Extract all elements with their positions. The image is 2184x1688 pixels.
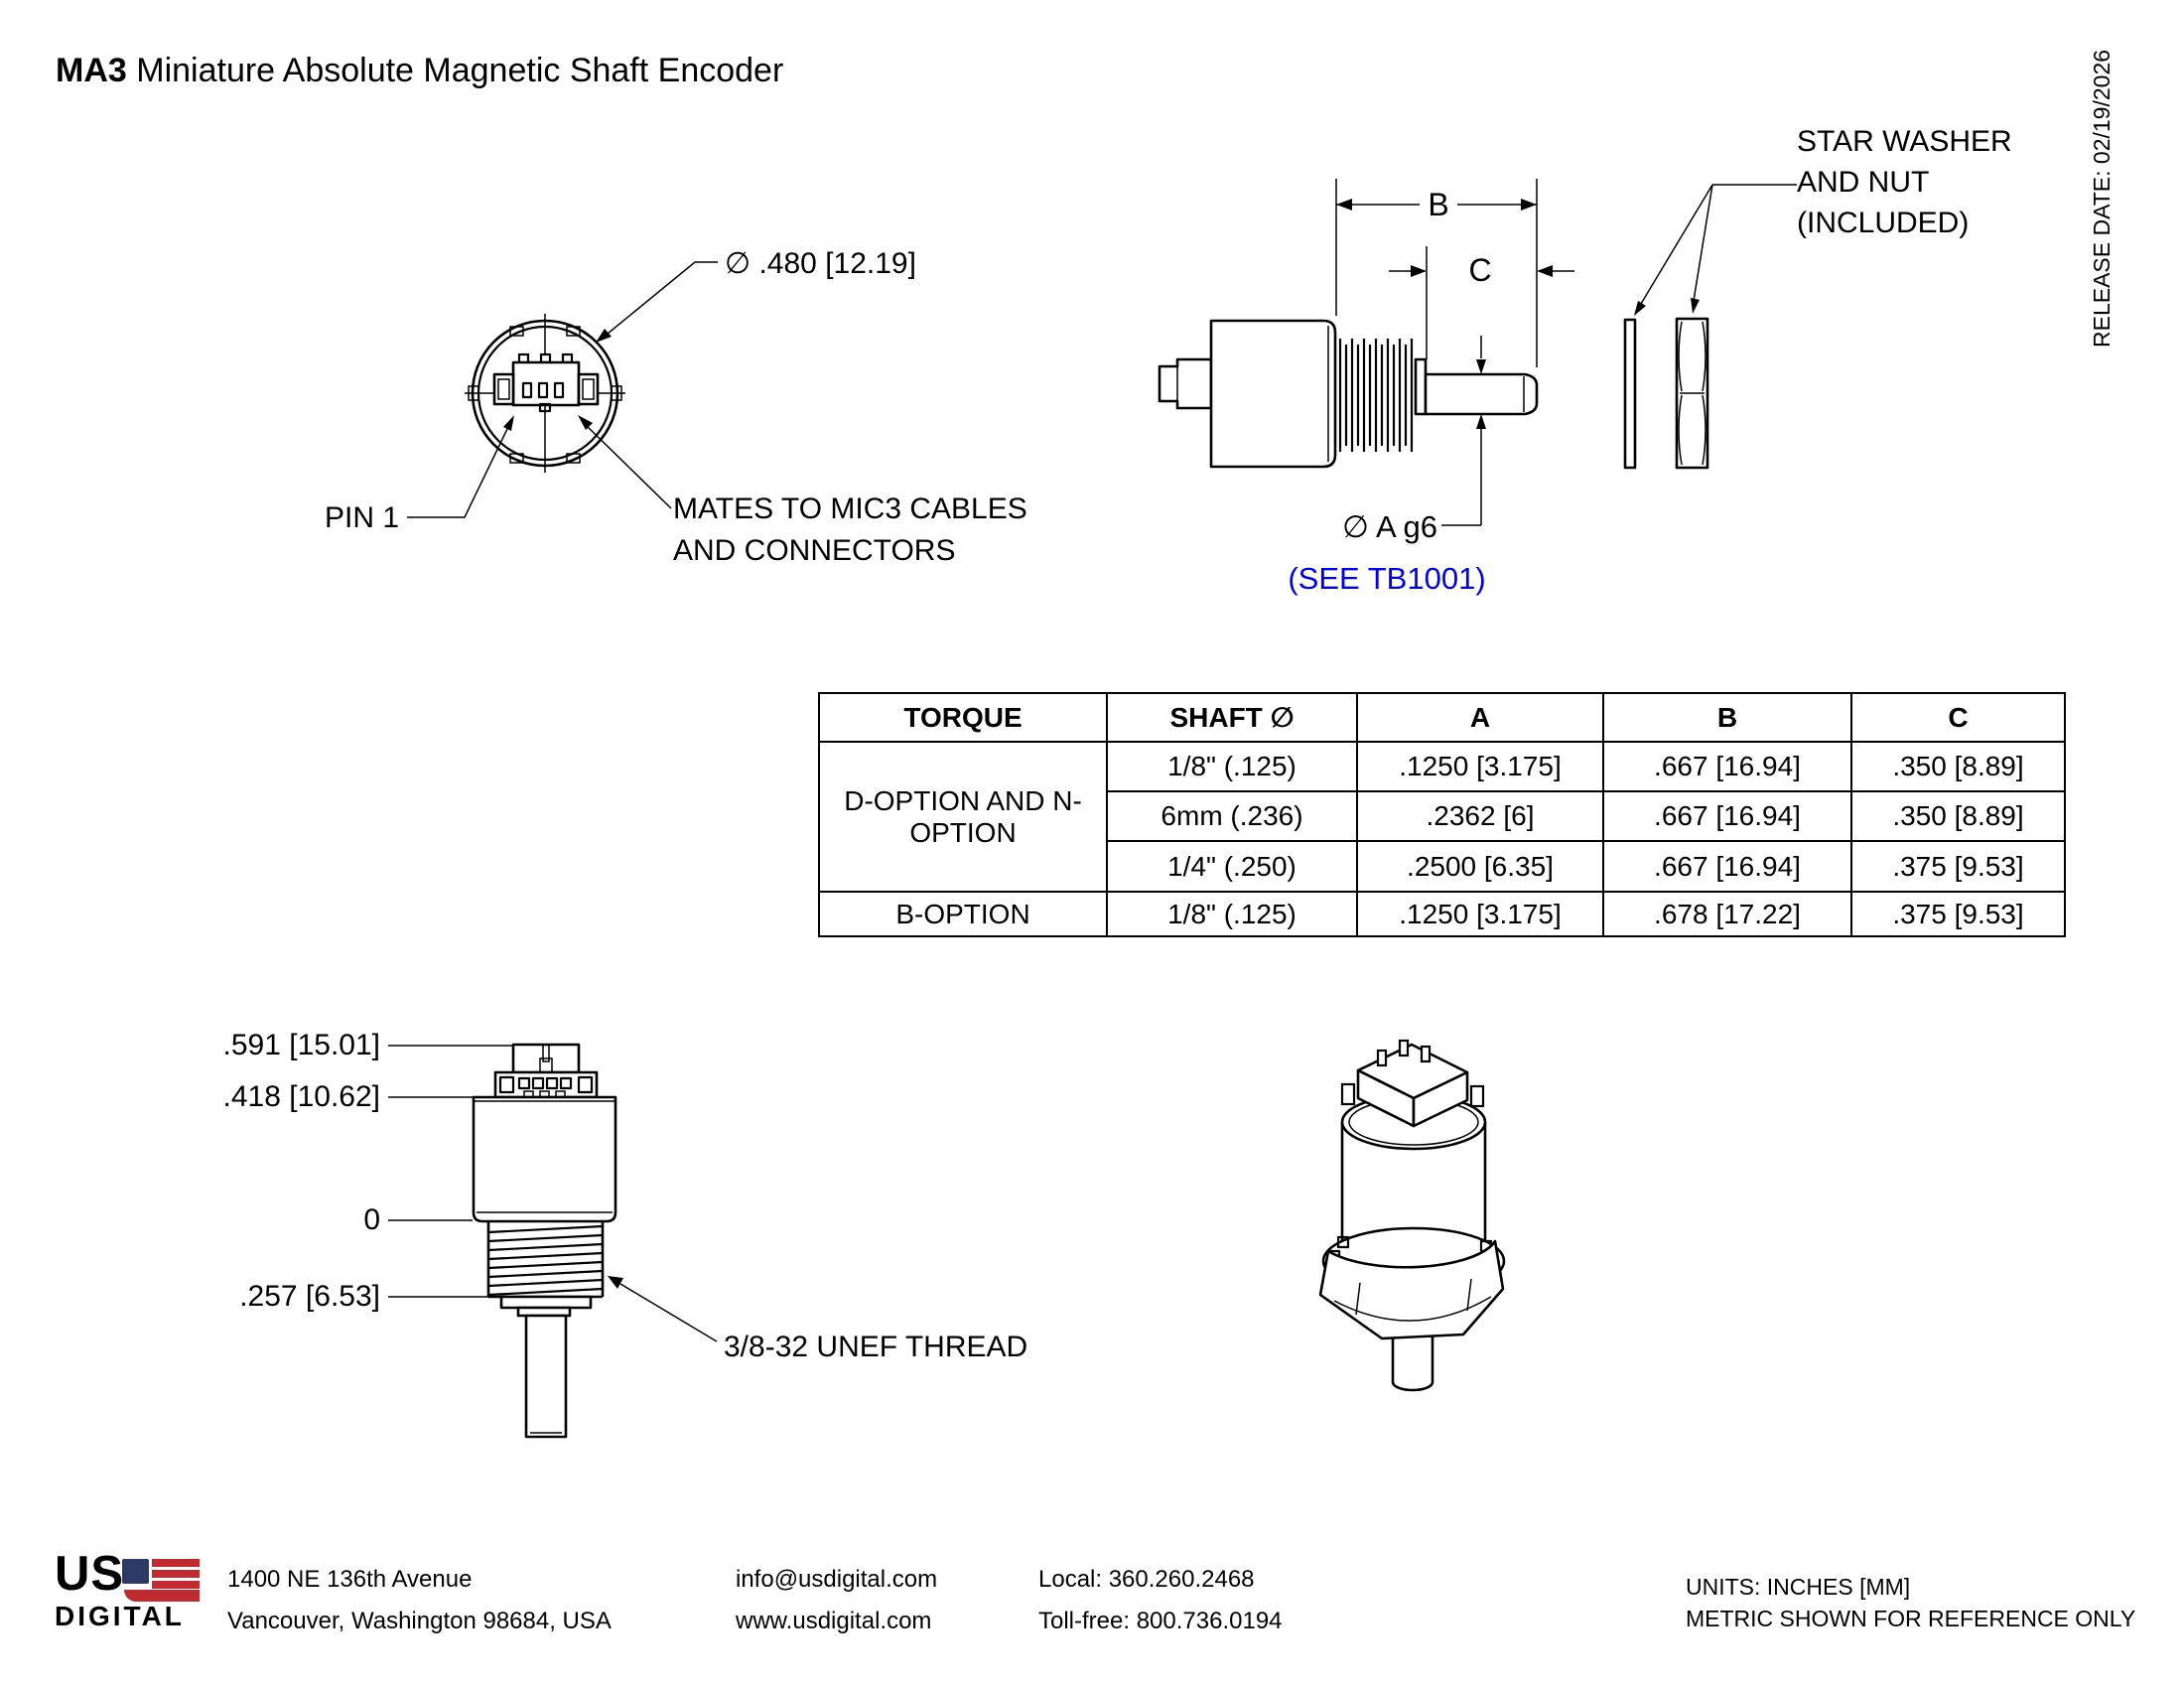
pin-1 bbox=[521, 381, 533, 399]
us-digital-logo: US DIGITAL bbox=[55, 1547, 223, 1632]
bushing-threads bbox=[1338, 339, 1414, 452]
us-flag-icon bbox=[122, 1559, 200, 1603]
dim-b-label: B bbox=[1428, 187, 1449, 222]
star-washer-nut-drawing bbox=[1623, 184, 1797, 470]
isometric-view-drawing bbox=[1318, 1039, 1506, 1392]
phone-local: Local: 360.260.2468 bbox=[1038, 1566, 1255, 1593]
release-date: RELEASE DATE: 02/19/2026 bbox=[2089, 49, 2115, 348]
page-title: MA3 Miniature Absolute Magnetic Shaft En… bbox=[56, 52, 784, 89]
front-view-drawing bbox=[407, 261, 718, 518]
shaft-dia-label: ∅ A g6 bbox=[1342, 509, 1437, 544]
tb1001-reference-link[interactable]: (SEE TB1001) bbox=[1288, 561, 1486, 596]
pin-3 bbox=[553, 381, 565, 399]
website-link[interactable]: www.usdigital.com bbox=[736, 1608, 932, 1634]
model-name: MA3 bbox=[56, 52, 127, 89]
phone-tollfree: Toll-free: 800.736.0194 bbox=[1038, 1608, 1283, 1634]
star-washer bbox=[1623, 318, 1637, 470]
dim-c-label: C bbox=[1468, 252, 1492, 288]
torque-option-cell: B-OPTION bbox=[818, 891, 1108, 937]
address-line2: Vancouver, Washington 98684, USA bbox=[227, 1608, 612, 1634]
diameter-dim-label: ∅ .480 [12.19] bbox=[725, 247, 916, 280]
col-c: C bbox=[1850, 692, 2066, 743]
thread-note: 3/8-32 UNEF THREAD bbox=[724, 1331, 1028, 1363]
col-b: B bbox=[1602, 692, 1852, 743]
star-washer-note: STAR WASHER AND NUT (INCLUDED) bbox=[1797, 125, 2012, 239]
units-line2: METRIC SHOWN FOR REFERENCE ONLY bbox=[1686, 1606, 2136, 1631]
contact-web: info@usdigital.com www.usdigital.com bbox=[736, 1559, 937, 1642]
table-row: 1/4" (.250) .2500 [6.35] .667 [16.94] .3… bbox=[819, 840, 2066, 893]
bushing-face bbox=[1414, 357, 1428, 416]
units-line1: UNITS: INCHES [MM] bbox=[1686, 1574, 1911, 1600]
address-line1: 1400 NE 136th Avenue bbox=[227, 1566, 473, 1593]
shaft bbox=[1424, 372, 1539, 416]
encoder-body bbox=[1209, 319, 1337, 469]
pin1-label: PIN 1 bbox=[325, 501, 400, 534]
units-note: UNITS: INCHES [MM] METRIC SHOWN FOR REFE… bbox=[1686, 1571, 2135, 1634]
pin-2 bbox=[537, 381, 549, 399]
side-view-drawing bbox=[1158, 179, 1574, 526]
table-header-row: TORQUE SHAFT ∅ A B C bbox=[818, 692, 2066, 743]
lower-view-drawing bbox=[388, 1043, 718, 1439]
rear-connector bbox=[1158, 357, 1213, 410]
logo-digital-text: DIGITAL bbox=[55, 1601, 185, 1631]
dim-zero: 0 bbox=[363, 1203, 380, 1236]
company-address: 1400 NE 136th Avenue Vancouver, Washingt… bbox=[227, 1559, 612, 1642]
col-a: A bbox=[1356, 692, 1604, 743]
table-row: B-OPTION 1/8" (.125) .1250 [3.175] .678 … bbox=[818, 891, 2066, 937]
dim-257: .257 [6.53] bbox=[239, 1280, 380, 1313]
torque-option-cell: D-OPTION AND N-OPTION bbox=[818, 741, 1108, 893]
table-row: 6mm (.236) .2362 [6] .667 [16.94] .350 [… bbox=[819, 790, 2066, 842]
logo-us-text: US bbox=[55, 1547, 125, 1601]
torque-spec-table: TORQUE SHAFT ∅ A B C D-OPTION AND N-OPTI… bbox=[818, 692, 2066, 937]
mates-note: MATES TO MIC3 CABLES AND CONNECTORS bbox=[673, 492, 1027, 567]
dim-591: .591 [15.01] bbox=[222, 1029, 380, 1061]
col-torque: TORQUE bbox=[818, 692, 1108, 743]
email-link[interactable]: info@usdigital.com bbox=[736, 1566, 938, 1593]
unef-threads bbox=[487, 1224, 604, 1297]
table-row: D-OPTION AND N-OPTION 1/8" (.125) .1250 … bbox=[818, 741, 2066, 893]
col-shaft: SHAFT ∅ bbox=[1106, 692, 1358, 743]
hex-nut bbox=[1675, 317, 1709, 470]
contact-phone: Local: 360.260.2468 Toll-free: 800.736.0… bbox=[1038, 1559, 1283, 1642]
dim-418: .418 [10.62] bbox=[222, 1080, 380, 1113]
